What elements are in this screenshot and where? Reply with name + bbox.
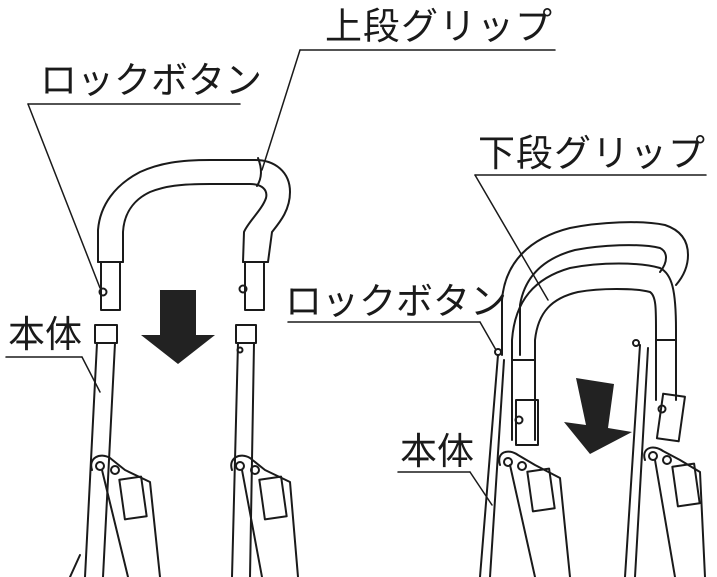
lower-grip-right [479, 221, 706, 577]
leader-lines [5, 49, 707, 506]
lock-button-label-right: ロックボタン [285, 280, 507, 323]
arrow-down-left [141, 290, 215, 364]
arrow-down-right [564, 378, 632, 454]
body-label-right: 本体 [400, 430, 474, 473]
body-label-left: 本体 [8, 313, 82, 356]
lower-grip-label: 下段グリップ [478, 132, 706, 175]
upper-grip-label: 上段グリップ [325, 5, 553, 48]
lock-button-label-left: ロックボタン [40, 59, 262, 102]
body-frame-left [69, 324, 299, 577]
upper-grip-left [97, 157, 291, 311]
